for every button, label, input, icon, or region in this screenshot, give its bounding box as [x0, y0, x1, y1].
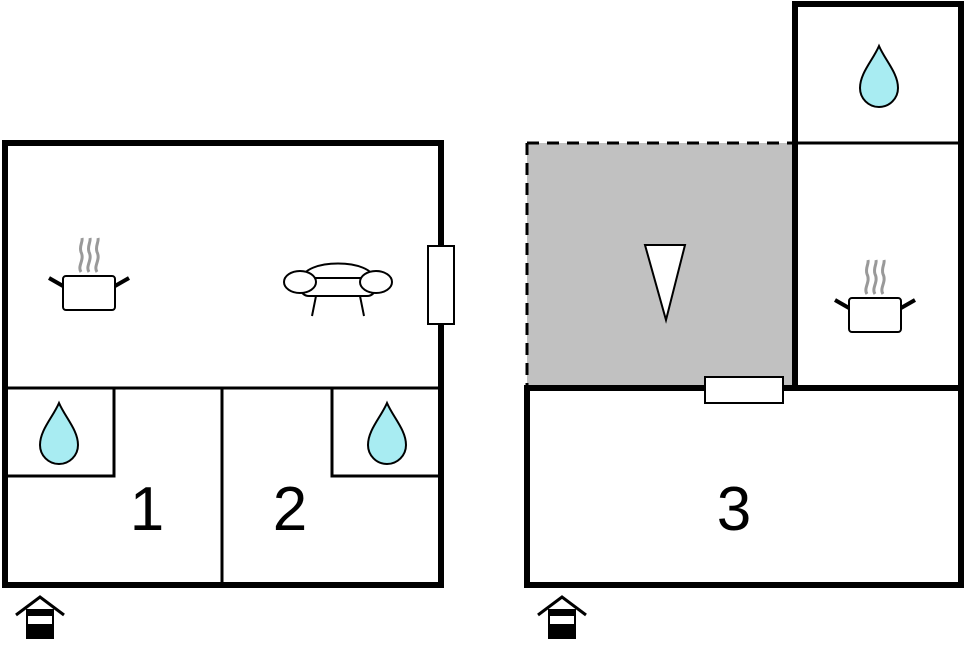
house-entrance-icon	[14, 595, 66, 640]
bedroom-3-wall	[524, 385, 964, 588]
bathroom-1	[3, 386, 116, 478]
bathroom-2	[330, 386, 443, 478]
window-icon	[427, 245, 455, 325]
sofa-icon	[283, 262, 393, 317]
room-label-3: 3	[717, 475, 751, 544]
water-drop-icon	[859, 45, 899, 108]
pennant-icon	[643, 244, 687, 324]
left-unit: 1 2	[2, 140, 455, 640]
room-label-2: 2	[273, 475, 307, 544]
right-unit: 3	[524, 1, 964, 640]
cooking-pot-icon	[833, 258, 917, 334]
window-icon	[704, 376, 784, 404]
room-label-1: 1	[130, 475, 164, 544]
house-entrance-icon	[536, 595, 588, 640]
